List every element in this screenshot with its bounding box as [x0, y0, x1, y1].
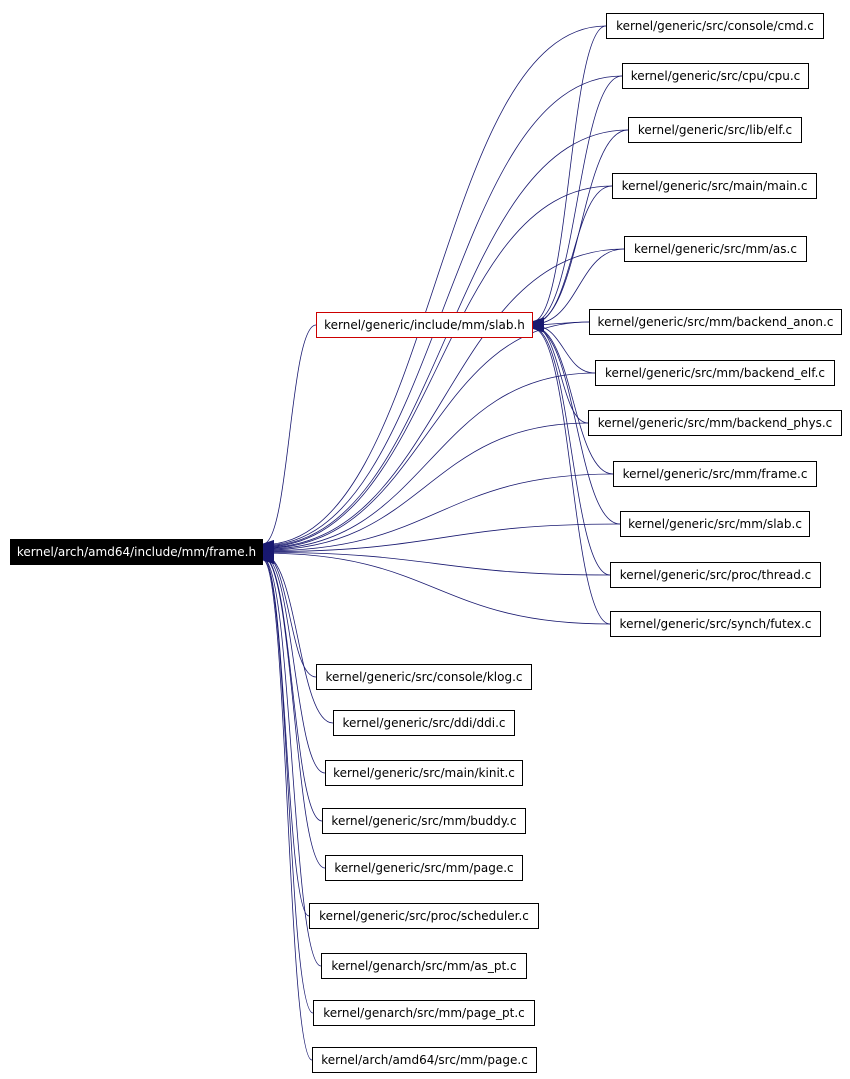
edge-mm_frame-to-target — [262, 473, 614, 555]
edge-cpu_cpu-to-mid — [532, 75, 623, 326]
edge-mm_slab-to-target — [262, 523, 621, 556]
edge-mm_slab-to-mid — [532, 323, 621, 525]
slab-header-node[interactable]: kernel/generic/include/mm/slab.h — [316, 312, 533, 338]
edge-proc_thread-to-target — [262, 548, 611, 576]
edge-cpu_cpu-to-target — [262, 75, 623, 550]
edge-lib_elf-to-target — [262, 129, 629, 551]
node-main-main[interactable]: kernel/generic/src/main/main.c — [612, 173, 817, 199]
node-mm-backend-elf[interactable]: kernel/generic/src/mm/backend_elf.c — [595, 360, 835, 386]
edge-mm_backend_anon-to-target — [262, 321, 590, 553]
edge-mm_as-to-mid — [532, 248, 625, 328]
edge-synch_futex-to-target — [262, 549, 611, 625]
target-header-node[interactable]: kernel/arch/amd64/include/mm/frame.h — [10, 539, 263, 565]
node-console-klog[interactable]: kernel/generic/src/console/klog.c — [316, 664, 532, 690]
edge-mm_backend_elf-to-mid — [532, 321, 596, 374]
edge-mm_page-to-target — [262, 553, 326, 869]
edge-genarch_as_pt-to-target — [262, 554, 322, 967]
edge-proc_scheduler-to-target — [262, 553, 310, 917]
node-cpu-cpu[interactable]: kernel/generic/src/cpu/cpu.c — [622, 63, 809, 89]
edge-mm_backend_phys-to-target — [262, 422, 589, 555]
node-lib-elf[interactable]: kernel/generic/src/lib/elf.c — [628, 117, 802, 143]
node-proc-thread[interactable]: kernel/generic/src/proc/thread.c — [610, 562, 821, 588]
edge-main_main-to-target — [262, 185, 613, 551]
node-genarch-page-pt[interactable]: kernel/genarch/src/mm/page_pt.c — [313, 1000, 535, 1026]
edge-console_cmd-to-mid — [532, 25, 607, 326]
edge-lib_elf-to-mid — [532, 129, 629, 327]
edge-mm_buddy-to-target — [262, 552, 323, 822]
node-mm-as[interactable]: kernel/generic/src/mm/as.c — [624, 236, 807, 262]
edge-main_kinit-to-target — [262, 551, 326, 774]
node-mm-buddy[interactable]: kernel/generic/src/mm/buddy.c — [322, 808, 526, 834]
edge-ddi_ddi-to-target — [262, 550, 334, 724]
node-mm-slab[interactable]: kernel/generic/src/mm/slab.c — [620, 511, 810, 537]
edge-mm_frame-to-mid — [532, 322, 614, 475]
edge-mm_backend_elf-to-target — [262, 372, 596, 554]
edge-main_main-to-mid — [532, 185, 613, 328]
edge-mid-to-target — [262, 324, 317, 548]
node-mm-frame[interactable]: kernel/generic/src/mm/frame.c — [613, 461, 817, 487]
node-proc-scheduler[interactable]: kernel/generic/src/proc/scheduler.c — [309, 903, 539, 929]
edge-genarch_page_pt-to-target — [262, 555, 314, 1014]
edge-mm_backend_phys-to-mid — [532, 322, 589, 424]
edge-console_klog-to-target — [262, 549, 317, 678]
node-mm-backend-anon[interactable]: kernel/generic/src/mm/backend_anon.c — [589, 309, 842, 335]
node-ddi-ddi[interactable]: kernel/generic/src/ddi/ddi.c — [333, 710, 515, 736]
edge-mm_as-to-target — [262, 248, 625, 552]
node-console-cmd[interactable]: kernel/generic/src/console/cmd.c — [606, 13, 824, 39]
node-mm-backend-phys[interactable]: kernel/generic/src/mm/backend_phys.c — [588, 410, 842, 436]
edge-proc_thread-to-mid — [532, 324, 611, 576]
node-mm-page[interactable]: kernel/generic/src/mm/page.c — [325, 855, 523, 881]
edge-console_cmd-to-target — [262, 25, 607, 549]
node-amd64-page[interactable]: kernel/arch/amd64/src/mm/page.c — [312, 1047, 537, 1073]
edge-synch_futex-to-mid — [532, 324, 611, 625]
node-synch-futex[interactable]: kernel/generic/src/synch/futex.c — [610, 611, 821, 637]
node-genarch-as-pt[interactable]: kernel/genarch/src/mm/as_pt.c — [321, 953, 527, 979]
edge-amd64_page-to-target — [262, 556, 313, 1061]
node-main-kinit[interactable]: kernel/generic/src/main/kinit.c — [325, 760, 523, 786]
